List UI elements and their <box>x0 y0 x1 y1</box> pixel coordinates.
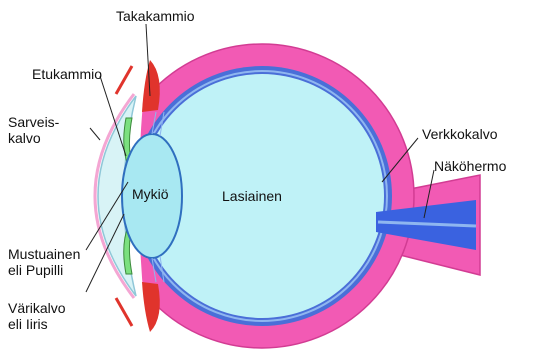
label-varikalvo-line2: eli Iiris <box>8 316 66 332</box>
label-sarveiskalvo: Sarveis- kalvo <box>8 114 59 146</box>
label-sarveiskalvo-line2: kalvo <box>8 130 59 146</box>
label-lasiainen: Lasiainen <box>222 188 282 204</box>
leader-sarveiskalvo <box>90 128 100 140</box>
label-nakohermo: Näköhermo <box>434 158 506 174</box>
label-mykio: Mykiö <box>132 186 169 202</box>
label-varikalvo-line1: Värikalvo <box>8 300 66 316</box>
label-mustuainen-line2: eli Pupilli <box>8 262 80 278</box>
label-mustuainen-line1: Mustuainen <box>8 246 80 262</box>
label-sarveiskalvo-line1: Sarveis- <box>8 114 59 130</box>
label-verkkokalvo: Verkkokalvo <box>422 126 497 142</box>
label-varikalvo: Värikalvo eli Iiris <box>8 300 66 332</box>
label-etukammio: Etukammio <box>32 66 102 82</box>
label-takakammio: Takakammio <box>116 8 195 24</box>
label-mustuainen: Mustuainen eli Pupilli <box>8 246 80 278</box>
